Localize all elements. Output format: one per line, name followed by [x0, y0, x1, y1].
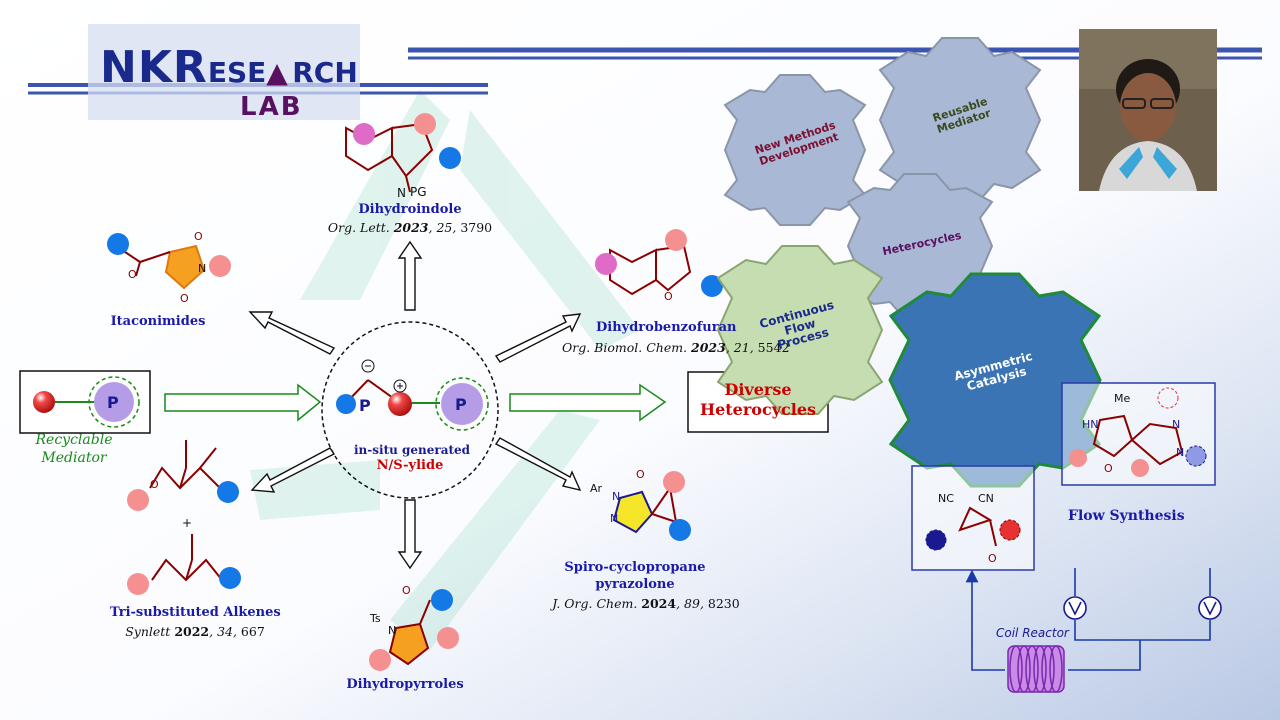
arrow-up-left — [248, 311, 336, 355]
dihydropyrrole-n: N — [388, 624, 397, 637]
mediator-label-1: Recyclable — [35, 432, 113, 448]
flow-nc: NC — [938, 492, 954, 505]
gear-heterocycles — [846, 173, 994, 319]
ylide-red-ball — [388, 392, 412, 416]
ylide-label-1: in-situ generated — [354, 443, 471, 457]
outcome-line1: Diverse — [724, 380, 792, 399]
spiro-o: O — [636, 468, 645, 481]
arrow-down-left — [250, 447, 336, 493]
logo-r: R — [172, 42, 208, 93]
itaconimide-o2: O — [194, 230, 203, 243]
alkene-o: O — [150, 478, 159, 491]
arrow-up-right — [494, 313, 582, 363]
outcome-line2: Heterocycles — [699, 400, 816, 419]
arrow-down — [397, 499, 423, 570]
arrow-to-heterocycles — [509, 383, 667, 422]
spiro-name-2: pyrazolone — [595, 577, 675, 592]
dihydrobenzofuran-name: Dihydrobenzofuran — [596, 320, 737, 335]
ylide-minus-icon — [361, 359, 375, 373]
dihydropyrrole-structure — [388, 622, 430, 666]
ylide-p-text: P — [455, 395, 467, 414]
alkene-plus: + — [182, 516, 193, 530]
logo-panel — [88, 24, 360, 120]
dihydrobenzofuran-o: O — [664, 290, 673, 303]
flow-o-a: O — [1104, 462, 1113, 475]
logo-ese: ESE — [207, 56, 267, 89]
coil-reactor-icon — [1007, 645, 1065, 693]
ylide-circle — [321, 321, 499, 499]
dihydropyrrole-ts: Ts — [370, 612, 381, 625]
researcher-photo — [1079, 29, 1217, 191]
flow-o-b: O — [988, 552, 997, 565]
dihydrobenzofuran-ref: Org. Biomol. Chem. 2023, 21, 5542 — [562, 340, 790, 355]
spiro-ref: J. Org. Chem. 2024, 89, 8230 — [552, 596, 740, 611]
alkenes-ref: Synlett 2022, 34, 667 — [125, 624, 265, 639]
ylide-blue-ball — [336, 394, 356, 414]
flow-hn: HN — [1082, 418, 1099, 431]
spiro-ar: Ar — [590, 482, 603, 495]
dihydroindole-structure — [345, 122, 434, 193]
dihydropyrrole-o: O — [402, 584, 411, 597]
logo: NKRESE▲RCH — [100, 42, 358, 93]
spiro-structure — [612, 490, 654, 534]
dihydroindole-ref: Org. Lett. 2023, 25, 3790 — [327, 220, 493, 235]
itaconimide-o3: O — [180, 292, 189, 305]
gear-continuous — [716, 245, 884, 415]
flow-n-a: N — [1172, 418, 1181, 431]
arrow-down-right — [494, 437, 582, 492]
ylide-label-2: N/S-ylide — [376, 458, 444, 473]
mediator-label-2: Mediator — [41, 450, 107, 466]
logo-lab: LAB — [240, 92, 303, 122]
mediator-p-label: P — [107, 393, 119, 412]
ylide-plus-icon — [393, 379, 407, 393]
spiro-n1: N — [612, 490, 621, 503]
dihydroindole-name: Dihydroindole — [358, 202, 462, 217]
flask-icon: ▲ — [266, 56, 288, 89]
flow-cn: CN — [978, 492, 994, 505]
flow-n-b: N — [1176, 446, 1185, 459]
alkene-structure-2 — [151, 534, 223, 582]
dihydropyrroles-name: Dihydropyrroles — [346, 677, 464, 692]
spiro-n2: N — [610, 512, 619, 525]
logo-rch: RCH — [292, 56, 358, 89]
dihydroindole-pg: PG — [410, 185, 427, 199]
itaconimide-structure — [164, 244, 206, 290]
itaconimide-o1: O — [128, 268, 137, 281]
logo-nk: NK — [100, 42, 173, 93]
arrow-to-ylide — [164, 383, 322, 422]
mediator-red-ball — [33, 391, 55, 413]
coil-reactor-label: Coil Reactor — [996, 626, 1069, 640]
dihydrobenzofuran-structure — [609, 244, 692, 296]
ylide-p-circle — [435, 377, 489, 431]
itaconimide-n: N — [198, 262, 207, 275]
arrow-up — [397, 240, 423, 311]
alkene-structure-1 — [149, 440, 221, 490]
flow-me: Me — [1114, 392, 1131, 405]
dihydroindole-n: N — [397, 186, 406, 200]
flow-box-cyclopropane — [911, 465, 1035, 571]
spiro-name-1: Spiro-cyclopropane — [564, 560, 706, 575]
flow-synthesis-label: Flow Synthesis — [1068, 508, 1185, 524]
itaconimides-name: Itaconimides — [110, 314, 206, 329]
gear-new-methods — [723, 74, 867, 226]
ylide-p-label: P — [359, 396, 371, 415]
alkenes-name: Tri-substituted Alkenes — [110, 605, 281, 620]
